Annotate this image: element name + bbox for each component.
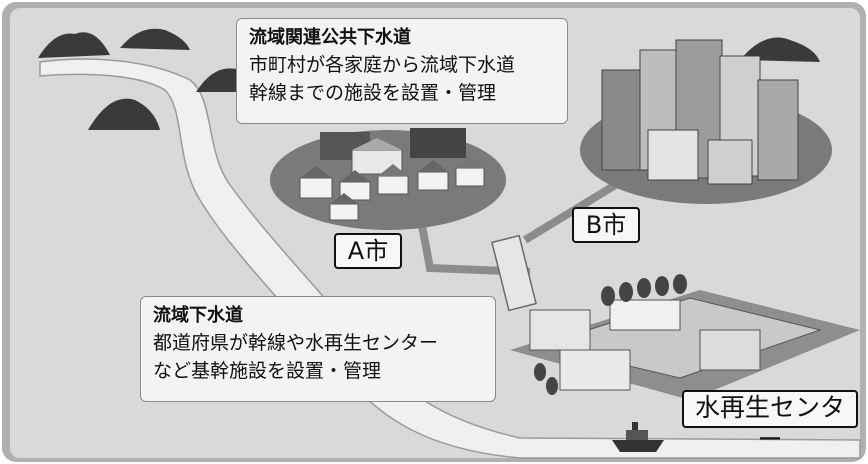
callout-regional-related-sewerage: 流域関連公共下水道 市町村が各家庭から流域下水道 幹線までの施設を設置・管理 <box>236 18 568 124</box>
river <box>39 58 861 459</box>
callout-regional-sewerage: 流域下水道 都道府県が幹線や水再生センター など基幹施設を設置・管理 <box>140 296 496 402</box>
callout-title: 流域下水道 <box>153 305 243 326</box>
callout-title: 流域関連公共下水道 <box>249 27 411 48</box>
city-a-town <box>270 128 506 230</box>
city-b-downtown <box>580 39 832 204</box>
city-b-label: B市 <box>572 207 640 243</box>
callout-line: 幹線までの施設を設置・管理 <box>249 82 497 104</box>
callout-line: 都道府県が幹線や水再生センター <box>153 332 439 354</box>
boat-icon <box>612 422 664 452</box>
city-a-label: A市 <box>334 233 402 269</box>
callout-line: 市町村が各家庭から流域下水道 <box>249 54 516 76</box>
reclamation-center-label: 水再生センター <box>682 390 858 454</box>
callout-line: など基幹施設を設置・管理 <box>153 360 382 382</box>
treatment-plant <box>510 274 860 400</box>
